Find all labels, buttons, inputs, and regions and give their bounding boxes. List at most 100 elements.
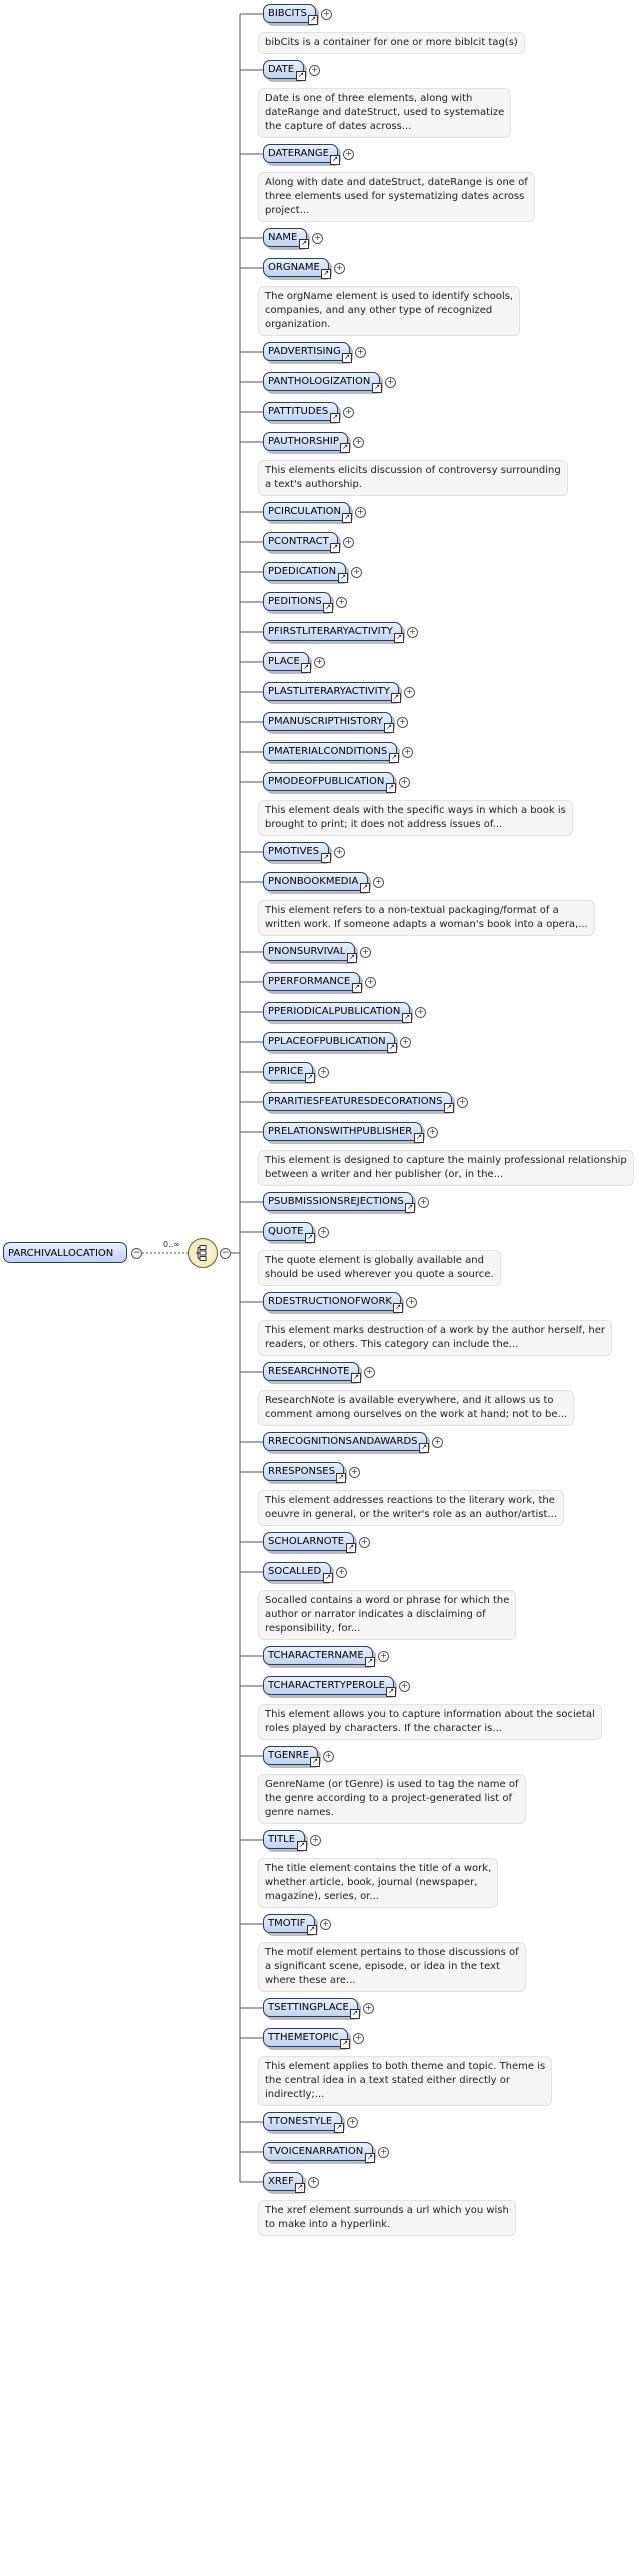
expand-icon[interactable]: + <box>359 1537 370 1548</box>
root-element[interactable]: PARCHIVALLOCATION <box>3 1242 127 1263</box>
element-tgenre[interactable]: TGENRE↗+ <box>263 1746 334 1768</box>
element-daterange[interactable]: DATERANGE↗+ <box>263 144 354 166</box>
expand-icon[interactable]: + <box>308 2177 319 2188</box>
expand-icon[interactable]: + <box>343 537 354 548</box>
element-pcontract[interactable]: PCONTRACT↗+ <box>263 532 354 554</box>
element-plastliteraryactivity[interactable]: PLASTLITERARYACTIVITY↗+ <box>263 682 415 704</box>
expand-icon[interactable]: + <box>309 65 320 76</box>
expand-icon[interactable]: + <box>432 1437 443 1448</box>
expand-icon[interactable]: + <box>399 777 410 788</box>
expand-icon[interactable]: + <box>334 847 345 858</box>
expand-icon[interactable]: + <box>378 1651 389 1662</box>
element-panthologization[interactable]: PANTHOLOGIZATION↗+ <box>263 372 396 394</box>
expand-icon[interactable]: + <box>364 1367 375 1378</box>
element-name[interactable]: NAME↗+ <box>263 228 323 250</box>
description-line: oeuvre in general, or the writer's role … <box>265 1509 558 1520</box>
element-pmotives[interactable]: PMOTIVES↗+ <box>263 842 345 864</box>
element-quote[interactable]: QUOTE↗+ <box>263 1222 329 1244</box>
expand-icon[interactable]: + <box>310 1835 321 1846</box>
expand-icon[interactable]: + <box>373 877 384 888</box>
element-pmodeofpublication[interactable]: PMODEOFPUBLICATION↗+ <box>263 772 410 794</box>
reference-arrow-icon: ↗ <box>384 723 394 733</box>
expand-icon[interactable]: + <box>349 1467 360 1478</box>
element-pmanuscripthistory[interactable]: PMANUSCRIPTHISTORY↗+ <box>263 712 408 734</box>
expand-icon[interactable]: + <box>343 149 354 160</box>
element-researchnote[interactable]: RESEARCHNOTE↗+ <box>263 1362 375 1384</box>
expand-icon[interactable]: + <box>363 2003 374 2014</box>
expand-icon[interactable]: + <box>334 263 345 274</box>
element-date[interactable]: DATE↗+ <box>263 60 320 82</box>
expand-icon[interactable]: + <box>355 347 366 358</box>
expand-icon[interactable]: + <box>360 947 371 958</box>
element-tcharactername[interactable]: TCHARACTERNAME↗+ <box>263 1646 389 1668</box>
element-pnonsurvival[interactable]: PNONSURVIVAL↗+ <box>263 942 371 964</box>
element-pnonbookmedia[interactable]: PNONBOOKMEDIA↗+ <box>263 872 384 894</box>
expand-icon[interactable]: + <box>402 747 413 758</box>
expand-icon[interactable]: + <box>320 1919 331 1930</box>
element-psubmissionsrejections[interactable]: PSUBMISSIONSREJECTIONS↗+ <box>263 1192 429 1214</box>
element-rrecognitionsandawards[interactable]: RRECOGNITIONSANDAWARDS↗+ <box>263 1432 443 1454</box>
expand-icon[interactable]: + <box>312 233 323 244</box>
element-pperformance[interactable]: PPERFORMANCE↗+ <box>263 972 376 994</box>
element-tmotif[interactable]: TMOTIF↗+ <box>263 1914 331 1936</box>
expand-icon[interactable]: + <box>457 1097 468 1108</box>
element-pmaterialconditions[interactable]: PMATERIALCONDITIONS↗+ <box>263 742 413 764</box>
element-pauthorship[interactable]: PAUTHORSHIP↗+ <box>263 432 364 454</box>
expand-icon[interactable]: + <box>385 377 396 388</box>
expand-icon[interactable]: + <box>355 507 366 518</box>
expand-icon[interactable]: + <box>343 407 354 418</box>
element-title[interactable]: TITLE↗+ <box>263 1830 321 1852</box>
expand-icon[interactable]: + <box>321 9 332 20</box>
expand-icon[interactable]: + <box>418 1197 429 1208</box>
element-description: This element deals with the specific way… <box>258 800 573 836</box>
expand-icon[interactable]: + <box>415 1007 426 1018</box>
element-orgname[interactable]: ORGNAME↗+ <box>263 258 345 280</box>
expand-icon[interactable]: + <box>314 657 325 668</box>
element-pcirculation[interactable]: PCIRCULATION↗+ <box>263 502 366 524</box>
element-prelationswithpublisher[interactable]: PRELATIONSWITHPUBLISHER↗+ <box>263 1122 438 1144</box>
element-ttonestyle[interactable]: TTONESTYLE↗+ <box>263 2112 358 2134</box>
element-bibcits[interactable]: BIBCITS↗+ <box>263 4 332 26</box>
expand-icon[interactable]: + <box>399 1681 410 1692</box>
element-rresponses[interactable]: RRESPONSES↗+ <box>263 1462 360 1484</box>
element-socalled[interactable]: SOCALLED↗+ <box>263 1562 347 1584</box>
element-pperiodicalpublication[interactable]: PPERIODICALPUBLICATION↗+ <box>263 1002 426 1024</box>
reference-arrow-icon: ↗ <box>295 2183 305 2193</box>
element-pattitudes[interactable]: PATTITUDES↗+ <box>263 402 354 424</box>
element-tvoicenarration[interactable]: TVOICENARRATION↗+ <box>263 2142 389 2164</box>
element-pdedication[interactable]: PDEDICATION↗+ <box>263 562 362 584</box>
expand-icon[interactable]: + <box>323 1751 334 1762</box>
expand-icon[interactable]: + <box>318 1067 329 1078</box>
expand-icon[interactable]: + <box>353 437 364 448</box>
expand-icon[interactable]: + <box>378 2147 389 2158</box>
expand-icon[interactable]: + <box>365 977 376 988</box>
expand-icon[interactable]: + <box>400 1037 411 1048</box>
element-peditions[interactable]: PEDITIONS↗+ <box>263 592 347 614</box>
expand-icon[interactable]: + <box>318 1227 329 1238</box>
expand-icon[interactable]: + <box>336 1567 347 1578</box>
element-tcharactertyperole[interactable]: TCHARACTERTYPEROLE↗+ <box>263 1676 410 1698</box>
expand-icon[interactable]: + <box>353 2033 364 2044</box>
element-pprice[interactable]: PPRICE↗+ <box>263 1062 329 1084</box>
expand-icon[interactable]: + <box>351 567 362 578</box>
expand-icon[interactable]: + <box>404 687 415 698</box>
expand-icon[interactable]: + <box>427 1127 438 1138</box>
element-pfirstliteraryactivity[interactable]: PFIRSTLITERARYACTIVITY↗+ <box>263 622 418 644</box>
element-rdestructionofwork[interactable]: RDESTRUCTIONOFWORK↗+ <box>263 1292 417 1314</box>
sequence-compositor[interactable] <box>188 1238 218 1268</box>
element-tsettingplace[interactable]: TSETTINGPLACE↗+ <box>263 1998 374 2020</box>
collapse-icon[interactable]: − <box>220 1248 231 1259</box>
element-padvertising[interactable]: PADVERTISING↗+ <box>263 342 366 364</box>
element-scholarnote[interactable]: SCHOLARNOTE↗+ <box>263 1532 370 1554</box>
expand-icon[interactable]: + <box>397 717 408 728</box>
element-xref[interactable]: XREF↗+ <box>263 2172 319 2194</box>
collapse-icon[interactable]: − <box>131 1248 142 1259</box>
expand-icon[interactable]: + <box>407 627 418 638</box>
element-praritiesfeaturesdecorations[interactable]: PRARITIESFEATURESDECORATIONS↗+ <box>263 1092 468 1114</box>
element-pplaceofpublication[interactable]: PPLACEOFPUBLICATION↗+ <box>263 1032 411 1054</box>
element-place[interactable]: PLACE↗+ <box>263 652 325 674</box>
expand-icon[interactable]: + <box>336 597 347 608</box>
element-tthemetopic[interactable]: TTHEMETOPIC↗+ <box>263 2028 364 2050</box>
expand-icon[interactable]: + <box>406 1297 417 1308</box>
expand-icon[interactable]: + <box>347 2117 358 2128</box>
